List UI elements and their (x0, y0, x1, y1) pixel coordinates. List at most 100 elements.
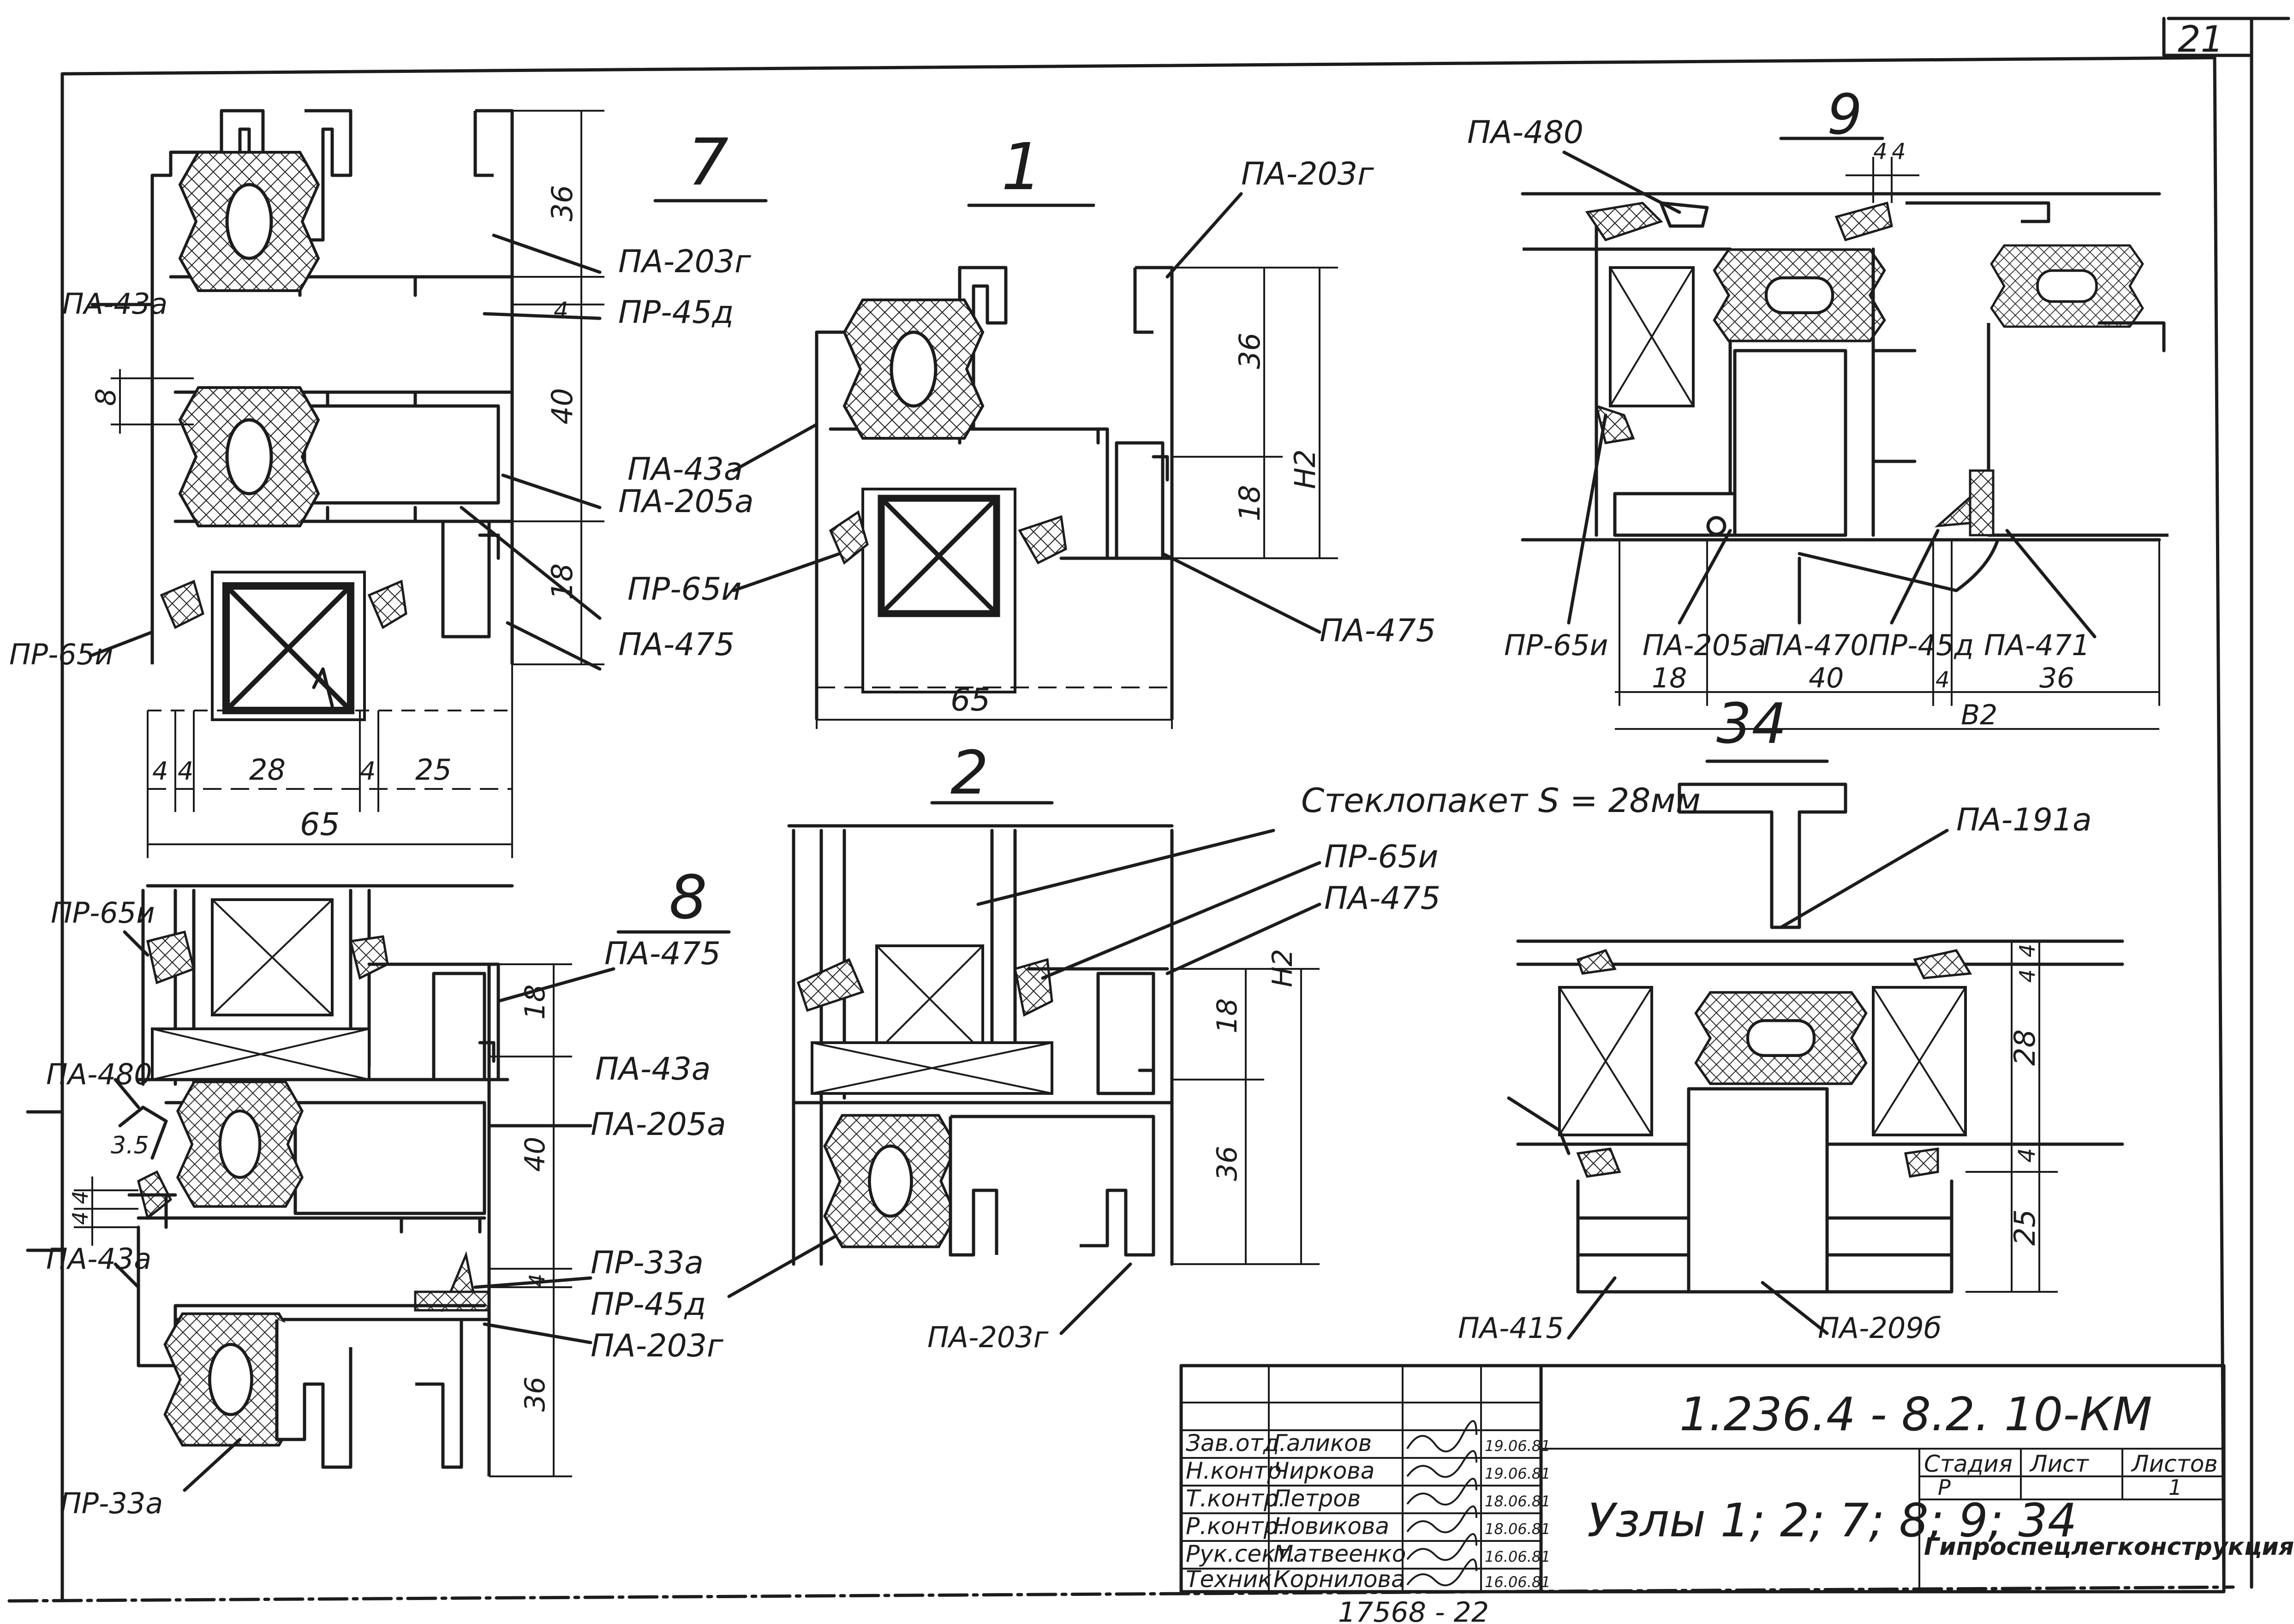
n8-dim-4c: 4 (525, 1274, 550, 1287)
row-name: Петров (1273, 1485, 1361, 1512)
title-block: 1.236.4 - 8.2. 10-КМ Узлы 1; 2; 7; 8; 9;… (1179, 1364, 2294, 1594)
n2-label-pr65i: ПР-65и (1324, 839, 1438, 875)
node-9-title: 9 (1827, 83, 1862, 147)
node-34: 34 ПА-191а ПА-415 ПА-209б 4 4 (1458, 692, 2124, 1345)
n8-dim-40: 40 (519, 1137, 551, 1172)
n9-dim-18: 18 (1652, 662, 1687, 694)
n9-dim-4a: 4 (1873, 139, 1888, 165)
row-1: Зав.отд. Галиков 19.06.81 (1186, 1420, 1551, 1457)
row-2: Н.контр. Чиркова 19.06.81 (1186, 1450, 1551, 1484)
n8-label-pr33a-2: ПР-33а (60, 1487, 163, 1520)
row-3: Т.контр. Петров 18.06.81 (1186, 1478, 1551, 1512)
organization: Гипроспецлегконструкция (1924, 1533, 2294, 1561)
row-role: Т.контр. (1186, 1485, 1286, 1512)
n8-label-pr45d: ПР-45д (591, 1286, 706, 1323)
row-6: Техник Корнилова 16.06.81 (1186, 1558, 1551, 1593)
node-7-title: 7 (687, 125, 729, 200)
n9-dim-36: 36 (2039, 662, 2074, 694)
n7-dim-18: 18 (545, 563, 579, 600)
node-7: 7 (9, 109, 768, 858)
signature (1406, 1558, 1477, 1587)
n7-label-pr45d: ПР-45д (618, 294, 734, 331)
row-4: Р.контр. Новикова 18.06.81 (1186, 1505, 1551, 1540)
n9-label-pa480: ПА-480 (1467, 114, 1583, 151)
col-sheets: Листов (2131, 1451, 2218, 1477)
n2-label-glass-unit: Стеклопакет S = 28мм (1301, 781, 1701, 820)
node-2-title: 2 (950, 738, 989, 808)
n8-label-pa43a-2: ПА-43а (595, 1051, 711, 1087)
n8-label-pa205a: ПА-205а (591, 1106, 726, 1143)
n8-dim-36: 36 (519, 1377, 551, 1412)
signature (1406, 1533, 1477, 1561)
n7-dim-4c: 4 (360, 757, 376, 786)
n7-dim-4a: 4 (152, 757, 168, 786)
n9-label-pa470: ПА-470 (1762, 628, 1869, 662)
n34-dim-25: 25 (2008, 1209, 2042, 1246)
n9-dim-4b: 4 (1892, 139, 1906, 165)
node-8-title: 8 (669, 862, 707, 932)
n34-label-pa415: ПА-415 (1458, 1311, 1564, 1345)
col-stage: Стадия (1924, 1451, 2013, 1477)
n9-dim-40: 40 (1809, 662, 1844, 694)
n34-dim-4b: 4 (2015, 969, 2040, 983)
n8-label-pr33a: ПР-33а (591, 1245, 704, 1281)
n1-label-pr65i: ПР-65и (627, 571, 741, 608)
n34-dim-4c: 4 (2013, 1148, 2040, 1163)
n34-label-pa209b: ПА-209б (1818, 1311, 1942, 1345)
n9-label-pr45d: ПР-45д (1869, 628, 1974, 662)
pa-191a-profile (1678, 782, 1847, 929)
n7-label-pa205a: ПА-205а (618, 484, 754, 520)
n1-dim-36: 36 (1233, 333, 1266, 369)
n9-label-pa471: ПА-471 (1984, 628, 2090, 662)
drawing-code: 1.236.4 - 8.2. 10-КМ (1679, 1387, 2152, 1441)
n7-dim-4: 4 (554, 297, 568, 324)
node-1: 1 ПА-203г ПА-43а ПР-65и ПА-475 36 (627, 130, 1436, 729)
n2-label-pa475: ПА-475 (1324, 880, 1440, 917)
page-number: 21 (2178, 19, 2223, 60)
n9-dim-4c: 4 (1936, 667, 1950, 693)
row-date: 19.06.81 (1485, 1437, 1551, 1455)
drawing-title: Узлы 1; 2; 7; 8; 9; 34 (1587, 1493, 2077, 1547)
row-date: 16.06.81 (1485, 1573, 1551, 1591)
n34-dim-28: 28 (2008, 1029, 2042, 1066)
sheets-total-value: 1 (2169, 1475, 2182, 1500)
n2-dim-h2: Н2 (1266, 949, 1299, 987)
n2-label-pa203g: ПА-203г (927, 1320, 1049, 1354)
n8-label-pa475: ПА-475 (604, 936, 721, 972)
n8-label-pa480: ПА-480 (46, 1057, 152, 1091)
n1-dim-18: 18 (1233, 485, 1266, 521)
n1-dim-65: 65 (950, 682, 991, 718)
row-role: Р.контр. (1186, 1513, 1285, 1540)
row-name: Корнилова (1273, 1566, 1405, 1593)
row-date: 18.06.81 (1485, 1493, 1551, 1510)
n1-label-pa43a: ПА-43а (627, 451, 743, 488)
row-name: Новикова (1273, 1513, 1389, 1540)
row-name: Галиков (1273, 1430, 1372, 1457)
n8-dim-4a: 4 (68, 1191, 93, 1204)
row-date: 16.06.81 (1485, 1548, 1551, 1565)
n8-dim-4b: 4 (68, 1212, 93, 1225)
row-name: Матвеенко (1273, 1540, 1406, 1567)
stage-value: Р (1938, 1475, 1951, 1500)
row-role: Техник (1186, 1566, 1272, 1593)
n34-dim-4a: 4 (2015, 944, 2040, 957)
n7-dim-8: 8 (90, 388, 122, 406)
n34-label-pa191a: ПА-191а (1956, 802, 2092, 838)
node-9: 9 (1467, 83, 2169, 731)
pa-43a-profile (150, 109, 265, 664)
signature (1406, 1450, 1477, 1478)
n7-dim-40: 40 (545, 388, 579, 424)
n8-dim-18: 18 (519, 985, 551, 1020)
n9-label-pa205a: ПА-205а (1643, 628, 1766, 662)
row-date: 19.06.81 (1485, 1465, 1551, 1482)
n8-label-pa203g: ПА-203г (591, 1328, 724, 1364)
n8-dim-3-5: 3.5 (111, 1132, 149, 1159)
row-date: 18.06.81 (1485, 1520, 1551, 1538)
signature (1406, 1478, 1477, 1506)
n9-dim-b2: В2 (1961, 699, 1997, 731)
row-role: Рук.сект. (1186, 1540, 1296, 1567)
n7-dim-4b: 4 (178, 757, 193, 786)
node-8: 8 (46, 862, 731, 1520)
signature (1406, 1505, 1477, 1534)
